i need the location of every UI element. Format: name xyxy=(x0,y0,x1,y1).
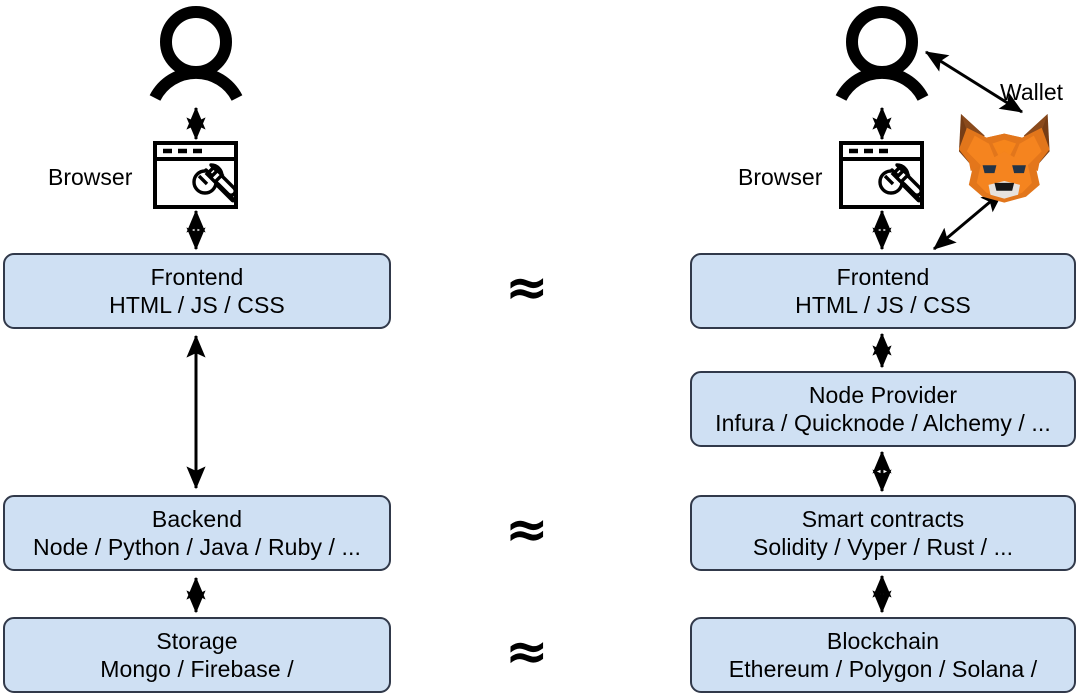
box-title: Blockchain xyxy=(826,627,940,654)
approx-equal-backend-contracts: ≈ xyxy=(505,500,549,560)
arrow-user-wallet xyxy=(924,50,1024,114)
wrench-icon-left xyxy=(192,163,237,203)
diagram-canvas: Frontend HTML / JS / CSS Backend Node / … xyxy=(3,6,1076,693)
box-right-frontend[interactable]: Frontend HTML / JS / CSS xyxy=(690,253,1076,329)
box-title: Smart contracts xyxy=(801,505,965,532)
box-right-smart-contracts[interactable]: Smart contracts Solidity / Vyper / Rust … xyxy=(690,495,1076,571)
box-title: Storage xyxy=(156,627,238,654)
box-subtitle: Node / Python / Java / Ruby / ... xyxy=(32,534,362,560)
metamask-fox-icon xyxy=(958,113,1050,203)
arrow-frontend-wallet xyxy=(933,189,1004,251)
box-title: Frontend xyxy=(150,263,244,290)
box-left-backend[interactable]: Backend Node / Python / Java / Ruby / ..… xyxy=(3,495,391,571)
box-subtitle: HTML / JS / CSS xyxy=(795,292,971,318)
browser-icon-right xyxy=(839,141,924,209)
box-title: Frontend xyxy=(836,263,930,290)
box-right-blockchain[interactable]: Blockchain Ethereum / Polygon / Solana / xyxy=(690,617,1076,693)
approx-equal-storage-blockchain: ≈ xyxy=(505,622,549,682)
box-left-storage[interactable]: Storage Mongo / Firebase / xyxy=(3,617,391,693)
box-left-frontend[interactable]: Frontend HTML / JS / CSS xyxy=(3,253,391,329)
user-icon-left xyxy=(149,6,243,101)
browser-icon-left xyxy=(153,141,238,209)
browser-label-right: Browser xyxy=(738,164,823,190)
box-title: Node Provider xyxy=(808,381,958,408)
user-icon-right xyxy=(835,6,929,101)
box-subtitle: Solidity / Vyper / Rust / ... xyxy=(752,534,1014,560)
box-right-node-provider[interactable]: Node Provider Infura / Quicknode / Alche… xyxy=(690,371,1076,447)
approx-equal-frontend: ≈ xyxy=(505,258,549,318)
wallet-label: Wallet xyxy=(1000,79,1064,105)
diagram-vector-layer xyxy=(149,6,1050,614)
browser-label-left: Browser xyxy=(48,164,133,190)
box-subtitle: Mongo / Firebase / xyxy=(100,656,294,682)
box-subtitle: Infura / Quicknode / Alchemy / ... xyxy=(715,410,1051,436)
wrench-icon-right xyxy=(878,163,923,203)
box-title: Backend xyxy=(151,505,243,532)
box-subtitle: Ethereum / Polygon / Solana / xyxy=(728,656,1038,682)
box-subtitle: HTML / JS / CSS xyxy=(109,292,285,318)
